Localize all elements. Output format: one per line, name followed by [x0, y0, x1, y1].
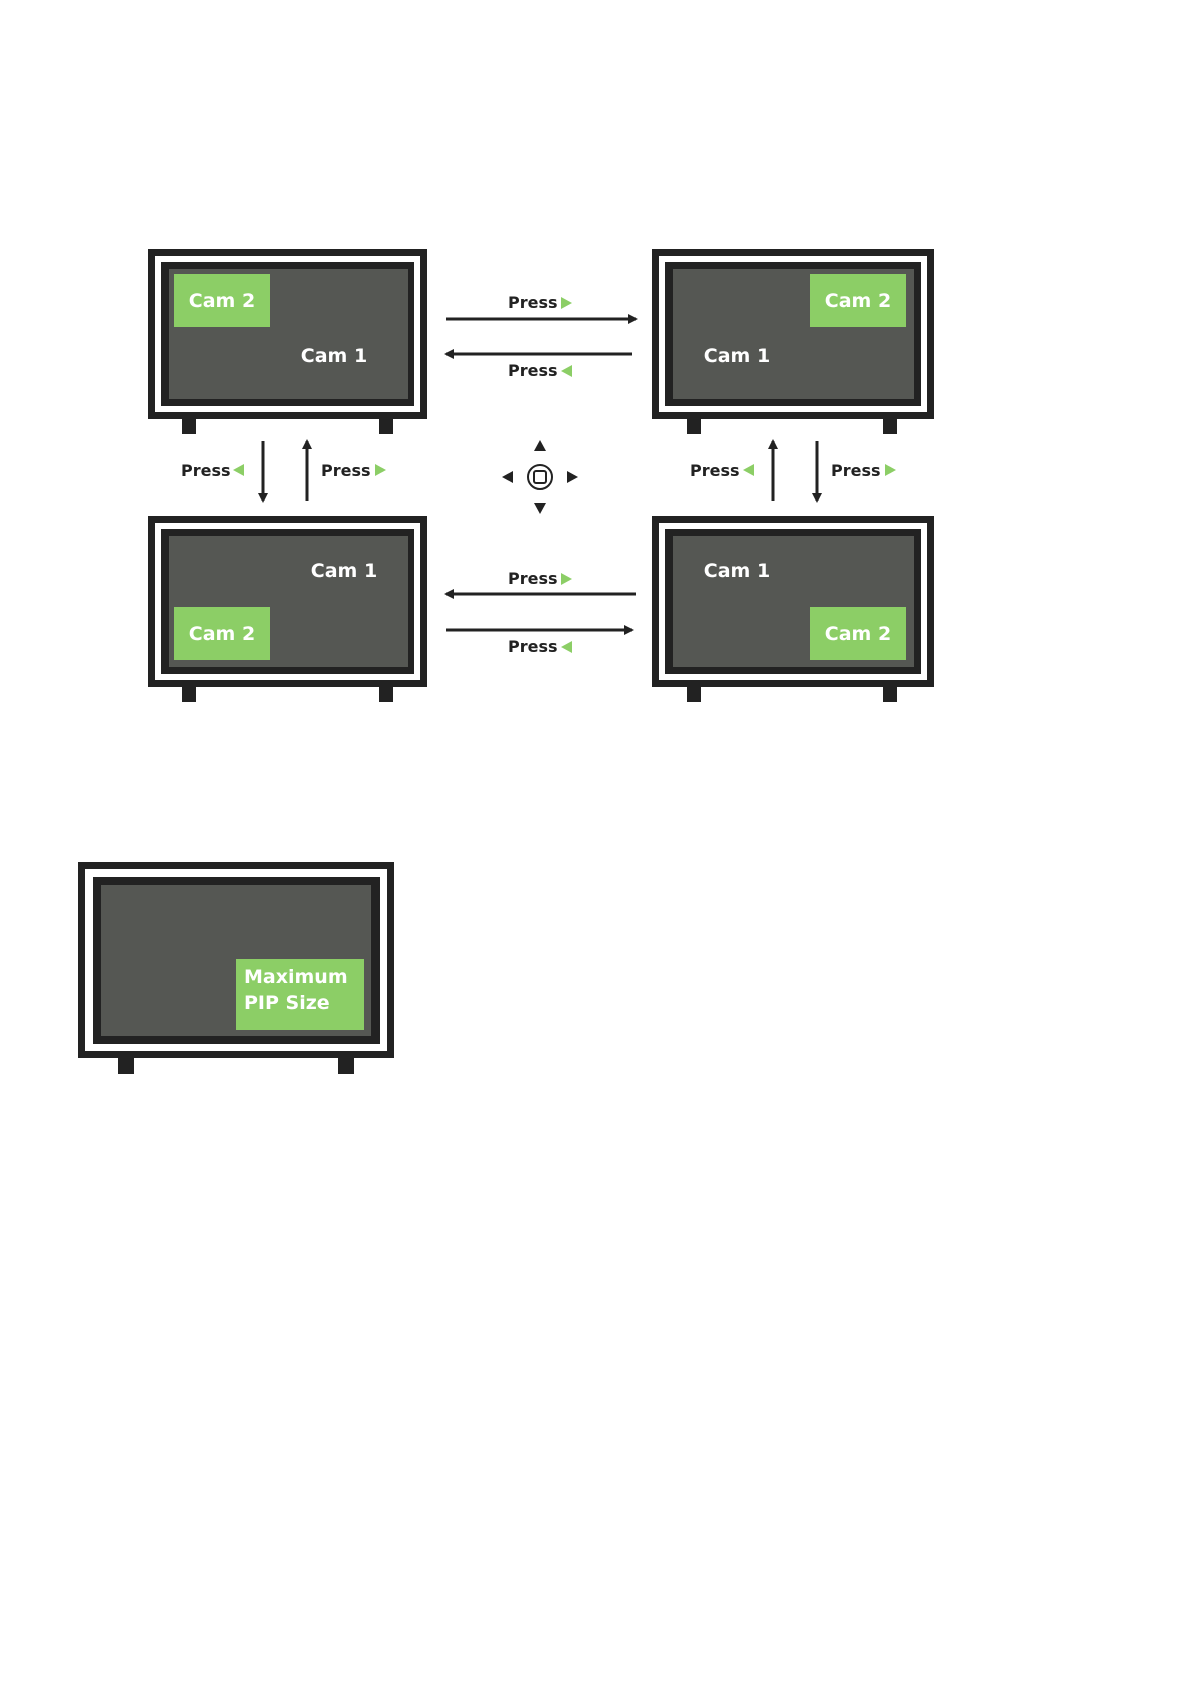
- max-pip-label-line1: Maximum: [244, 966, 348, 988]
- green-left-triangle-icon: [561, 641, 572, 653]
- monitor-bottom-left: Cam 2 Cam 1: [148, 516, 427, 702]
- press-label: Press: [181, 461, 231, 480]
- transition-bl-to-br: Press: [446, 630, 632, 656]
- pip-label: Cam 2: [825, 623, 891, 645]
- transition-br-to-tr: Press: [690, 441, 773, 501]
- pip-label: Cam 2: [825, 290, 891, 312]
- monitor-top-right: Cam 2 Cam 1: [652, 249, 934, 434]
- monitor-foot: [379, 687, 393, 702]
- press-label: Press: [508, 637, 558, 656]
- monitor-top-left: Cam 2 Cam 1: [148, 249, 427, 434]
- green-right-triangle-icon: [561, 297, 572, 309]
- press-label: Press: [508, 569, 558, 588]
- monitor-foot: [379, 419, 393, 434]
- monitor-bottom-right: Cam 2 Cam 1: [652, 516, 934, 702]
- main-camera-label: Cam 1: [311, 560, 377, 582]
- press-label: Press: [321, 461, 371, 480]
- press-label: Press: [508, 361, 558, 380]
- transition-bl-to-tl: Press: [307, 441, 386, 501]
- press-label: Press: [690, 461, 740, 480]
- monitor-max-pip-size: Maximum PIP Size: [78, 862, 394, 1074]
- pip-label: Cam 2: [189, 290, 255, 312]
- dpad-center-button-icon: [528, 465, 552, 489]
- dpad-up-icon: [534, 440, 546, 451]
- dpad-right-icon: [567, 471, 578, 483]
- press-label: Press: [831, 461, 881, 480]
- monitor-foot: [182, 687, 196, 702]
- monitor-foot: [687, 687, 701, 702]
- green-left-triangle-icon: [233, 464, 244, 476]
- max-pip-label-line2: PIP Size: [244, 992, 330, 1014]
- monitor-foot: [883, 687, 897, 702]
- transition-tr-to-br: Press: [817, 441, 896, 501]
- dpad-down-icon: [534, 503, 546, 514]
- dpad-icon: [502, 440, 578, 514]
- transition-tr-to-tl: Press: [446, 354, 632, 380]
- monitor-foot: [182, 419, 196, 434]
- pip-label: Cam 2: [189, 623, 255, 645]
- green-left-triangle-icon: [561, 365, 572, 377]
- monitor-foot: [883, 419, 897, 434]
- monitor-foot: [687, 419, 701, 434]
- main-camera-label: Cam 1: [301, 345, 367, 367]
- green-left-triangle-icon: [743, 464, 754, 476]
- transition-tl-to-tr: Press: [446, 293, 636, 319]
- press-label: Press: [508, 293, 558, 312]
- green-right-triangle-icon: [375, 464, 386, 476]
- monitor-foot: [118, 1058, 134, 1074]
- monitor-foot: [338, 1058, 354, 1074]
- dpad-left-icon: [502, 471, 513, 483]
- main-camera-label: Cam 1: [704, 560, 770, 582]
- main-camera-label: Cam 1: [704, 345, 770, 367]
- green-right-triangle-icon: [885, 464, 896, 476]
- green-right-triangle-icon: [561, 573, 572, 585]
- transition-br-to-bl: Press: [446, 569, 636, 594]
- transition-tl-to-bl: Press: [181, 441, 263, 501]
